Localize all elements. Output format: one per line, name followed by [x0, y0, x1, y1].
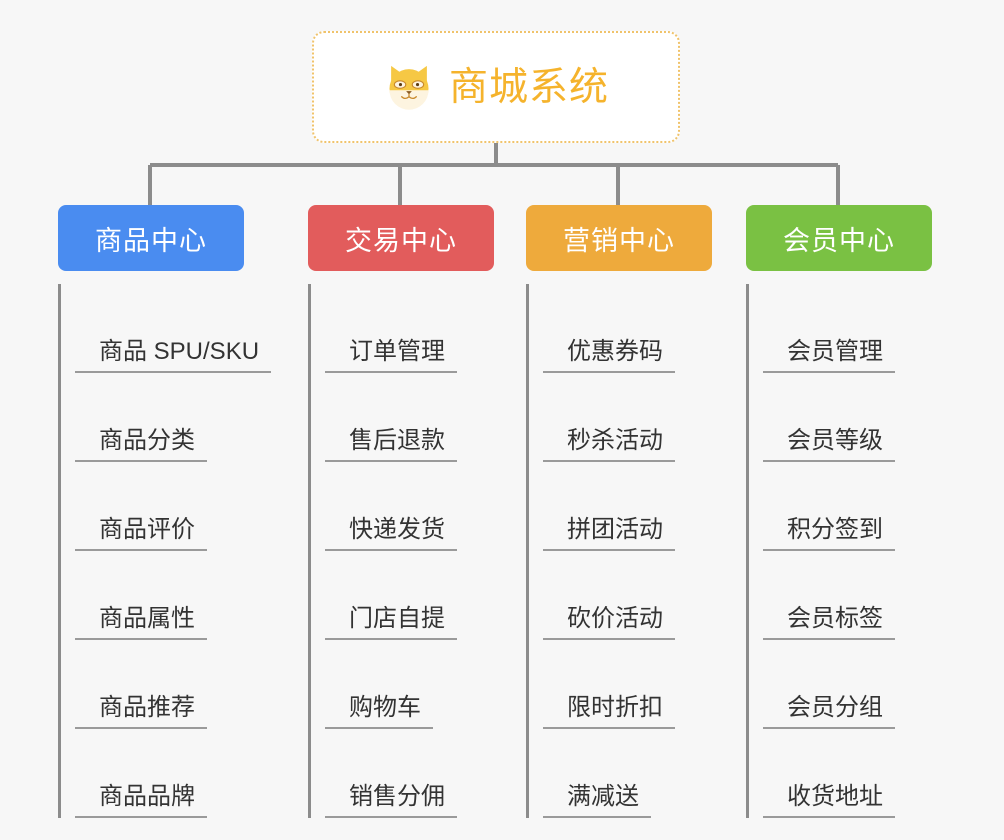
list-item[interactable]: 限时折扣 [543, 640, 712, 729]
leaf-label: 商品 SPU/SKU [75, 338, 272, 373]
root-title: 商城系统 [448, 65, 609, 109]
leaf-list-1: 订单管理 售后退款 快递发货 门店自提 购物车 销售分佣 [308, 284, 494, 818]
list-item[interactable]: 满减送 [543, 729, 712, 818]
list-item[interactable]: 商品推荐 [75, 640, 244, 729]
column-header-3[interactable]: 会员中心 [746, 205, 932, 271]
leaf-label: 会员管理 [763, 338, 895, 373]
leaf-label: 订单管理 [325, 338, 457, 373]
leaf-label: 满减送 [543, 783, 651, 818]
column-营销中心: 营销中心 优惠券码 秒杀活动 拼团活动 砍价活动 限时折扣 满减送 [526, 205, 712, 818]
leaf-label: 砍价活动 [543, 605, 675, 640]
leaf-label: 积分签到 [763, 516, 895, 551]
leaf-label: 商品属性 [75, 605, 207, 640]
list-item[interactable]: 会员分组 [763, 640, 932, 729]
leaf-label: 销售分佣 [325, 783, 457, 818]
column-header-0[interactable]: 商品中心 [58, 205, 244, 271]
root-node[interactable]: 商城系统 [312, 31, 680, 143]
list-item[interactable]: 拼团活动 [543, 462, 712, 551]
list-item[interactable]: 商品 SPU/SKU [75, 284, 272, 373]
leaf-label: 商品品牌 [75, 783, 207, 818]
column-header-label-3: 会员中心 [783, 225, 895, 256]
leaf-label: 门店自提 [325, 605, 457, 640]
leaf-label: 会员标签 [763, 605, 895, 640]
list-item[interactable]: 商品分类 [75, 373, 244, 462]
list-item[interactable]: 会员标签 [763, 551, 932, 640]
list-item[interactable]: 销售分佣 [325, 729, 494, 818]
leaf-label: 会员分组 [763, 694, 895, 729]
leaf-list-2: 优惠券码 秒杀活动 拼团活动 砍价活动 限时折扣 满减送 [526, 284, 712, 818]
list-item[interactable]: 积分签到 [763, 462, 932, 551]
leaf-label: 商品评价 [75, 516, 207, 551]
leaf-label: 限时折扣 [543, 694, 675, 729]
list-item[interactable]: 砍价活动 [543, 551, 712, 640]
list-item[interactable]: 秒杀活动 [543, 373, 712, 462]
leaf-label: 售后退款 [325, 427, 457, 462]
leaf-label: 会员等级 [763, 427, 895, 462]
list-item[interactable]: 订单管理 [325, 284, 494, 373]
column-商品中心: 商品中心 商品 SPU/SKU 商品分类 商品评价 商品属性 商品推荐 商品品牌 [58, 205, 272, 818]
column-会员中心: 会员中心 会员管理 会员等级 积分签到 会员标签 会员分组 收货地址 [746, 205, 932, 818]
leaf-label: 购物车 [325, 694, 433, 729]
leaf-label: 拼团活动 [543, 516, 675, 551]
list-item[interactable]: 门店自提 [325, 551, 494, 640]
column-交易中心: 交易中心 订单管理 售后退款 快递发货 门店自提 购物车 销售分佣 [308, 205, 494, 818]
leaf-label: 商品分类 [75, 427, 207, 462]
list-item[interactable]: 商品品牌 [75, 729, 244, 818]
column-header-label-0: 商品中心 [95, 225, 207, 256]
list-item[interactable]: 商品评价 [75, 462, 244, 551]
column-header-label-2: 营销中心 [563, 225, 675, 256]
list-item[interactable]: 收货地址 [763, 729, 932, 818]
list-item[interactable]: 商品属性 [75, 551, 244, 640]
leaf-label: 优惠券码 [543, 338, 675, 373]
leaf-label: 快递发货 [325, 516, 457, 551]
leaf-label: 收货地址 [763, 783, 895, 818]
leaf-list-0: 商品 SPU/SKU 商品分类 商品评价 商品属性 商品推荐 商品品牌 [58, 284, 272, 818]
list-item[interactable]: 会员等级 [763, 373, 932, 462]
list-item[interactable]: 会员管理 [763, 284, 932, 373]
list-item[interactable]: 售后退款 [325, 373, 494, 462]
leaf-list-3: 会员管理 会员等级 积分签到 会员标签 会员分组 收货地址 [746, 284, 932, 818]
shiba-dog-face-icon [389, 65, 429, 110]
list-item[interactable]: 购物车 [325, 640, 494, 729]
column-header-1[interactable]: 交易中心 [308, 205, 494, 271]
leaf-label: 商品推荐 [75, 694, 207, 729]
column-header-2[interactable]: 营销中心 [526, 205, 712, 271]
list-item[interactable]: 优惠券码 [543, 284, 712, 373]
list-item[interactable]: 快递发货 [325, 462, 494, 551]
leaf-label: 秒杀活动 [543, 427, 675, 462]
column-header-label-1: 交易中心 [345, 225, 457, 256]
